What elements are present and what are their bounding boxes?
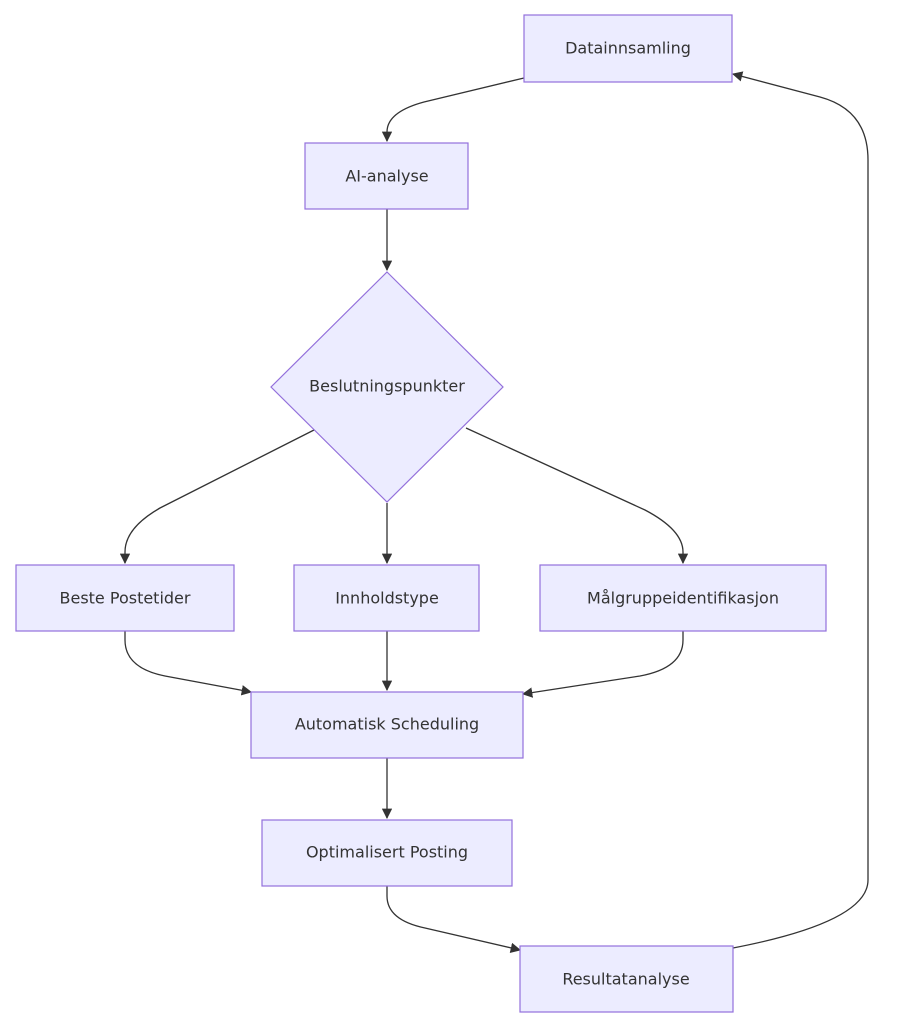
- edge-optimalisert-posting-to-resultatanalyse: [386, 886, 522, 953]
- edge-beslutningspunkter-to-malgruppeidentifikasjon: [465, 427, 689, 565]
- node-innholdstype: Innholdstype: [293, 564, 480, 632]
- edge-resultatanalyse-to-datainnsamling: [731, 71, 869, 949]
- edge-malgruppeidentifikasjon-to-automatisk-scheduling: [521, 631, 684, 698]
- edges: [119, 71, 869, 953]
- decision-diamond: [270, 271, 504, 503]
- node-beste-postetider: Beste Postetider: [15, 564, 235, 632]
- node-automatisk-scheduling: Automatisk Scheduling: [250, 691, 524, 759]
- node-optimalisert-posting: Optimalisert Posting: [261, 819, 513, 887]
- node-box: [15, 564, 235, 632]
- node-label: Beslutningspunkter: [309, 377, 465, 396]
- node-box: [261, 819, 513, 887]
- node-ai-analyse: AI-analyse: [304, 142, 469, 210]
- node-box: [250, 691, 524, 759]
- node-label: Optimalisert Posting: [306, 843, 468, 862]
- node-label: Beste Postetider: [60, 589, 191, 608]
- node-box: [304, 142, 469, 210]
- node-box: [539, 564, 827, 632]
- node-malgruppeidentifikasjon: Målgruppeidentifikasjon: [539, 564, 827, 632]
- edge-beslutningspunkter-to-beste-postetider: [119, 429, 315, 565]
- node-label: AI-analyse: [345, 167, 428, 186]
- node-label: Innholdstype: [335, 589, 439, 608]
- node-label: Datainnsamling: [565, 39, 691, 58]
- node-datainnsamling: Datainnsamling: [523, 14, 733, 83]
- node-box: [293, 564, 480, 632]
- node-box: [523, 14, 733, 83]
- node-label: Resultatanalyse: [562, 970, 689, 989]
- node-beslutningspunkter: Beslutningspunkter: [270, 271, 504, 503]
- node-box: [519, 945, 734, 1013]
- node-label: Automatisk Scheduling: [295, 715, 479, 734]
- edge-beste-postetider-to-automatisk-scheduling: [124, 631, 253, 696]
- node-resultatanalyse: Resultatanalyse: [519, 945, 734, 1013]
- edge-datainnsamling-to-ai-analyse: [381, 77, 525, 143]
- node-label: Målgruppeidentifikasjon: [587, 589, 779, 608]
